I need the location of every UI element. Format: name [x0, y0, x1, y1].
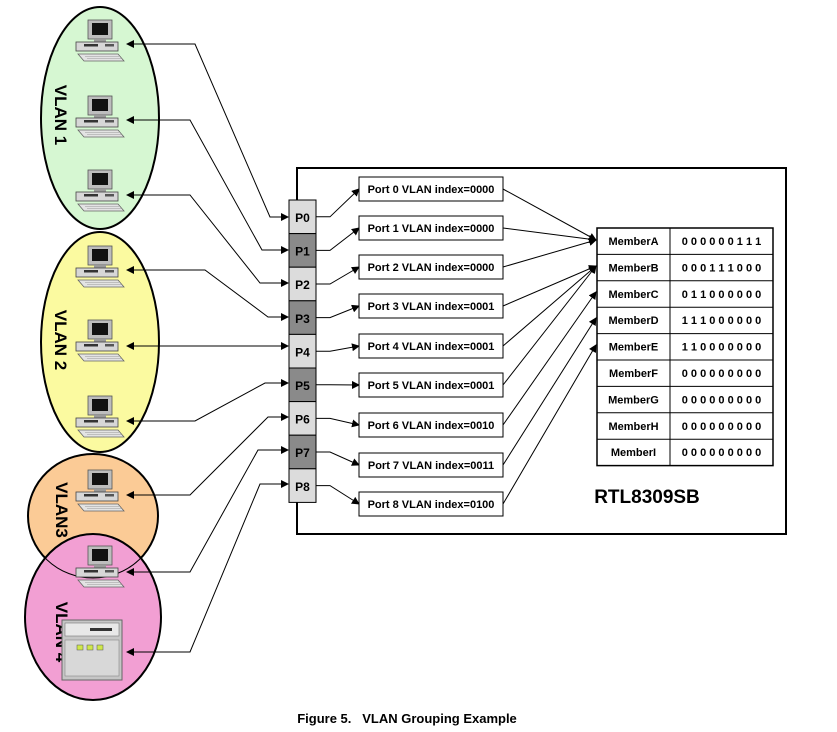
vlan-3-label: VLAN3	[52, 482, 71, 538]
vlan-index-box	[358, 176, 504, 202]
vlan-index-text: Port 1 VLAN index=0000	[368, 223, 495, 235]
device-port-wires	[126, 40, 289, 656]
member-bits: 0 0 0 0 0 0 0 0 0	[682, 447, 762, 459]
member-name: MemberE	[609, 342, 659, 354]
port-cell	[288, 300, 317, 335]
port-label: P6	[295, 413, 310, 427]
member-table	[596, 227, 774, 467]
port-link-arrow	[316, 227, 360, 251]
port-label: P2	[295, 278, 310, 292]
vlan-index-box	[358, 333, 504, 359]
port-label: P3	[295, 312, 310, 326]
member-bits: 0 0 0 0 0 0 0 0 0	[682, 394, 762, 406]
member-name: MemberB	[608, 262, 658, 274]
vlan-index-box	[358, 293, 504, 319]
member-bits: 0 0 0 0 0 0 0 0 0	[682, 368, 762, 380]
member-name: MemberG	[608, 394, 659, 406]
vlan-index-box	[358, 412, 504, 438]
port-label: P8	[295, 480, 310, 494]
member-name: MemberC	[608, 289, 658, 301]
vlan-index-text: Port 2 VLAN index=0000	[368, 262, 495, 274]
port-label: P5	[295, 379, 310, 393]
vlan-index-text: Port 0 VLAN index=0000	[368, 184, 495, 196]
port-link-arrow	[316, 485, 360, 505]
figure-caption: Figure 5. VLAN Grouping Example	[297, 711, 517, 726]
vlan-index-box	[358, 372, 504, 398]
vlan-2-label: VLAN 2	[51, 310, 70, 370]
vlan-index-box	[358, 254, 504, 280]
member-name: MemberD	[608, 315, 658, 327]
vlan-index-text: Port 5 VLAN index=0001	[368, 380, 495, 392]
port-link-arrow	[316, 304, 360, 319]
member-name: MemberH	[608, 421, 658, 433]
member-name: MemberF	[609, 368, 658, 380]
member-name: MemberI	[611, 447, 656, 459]
port-label: P0	[295, 211, 310, 225]
vlan-index-text: Port 3 VLAN index=0001	[368, 301, 495, 313]
port-cell	[288, 468, 317, 503]
member-bits: 0 0 0 0 0 0 1 1 1	[682, 236, 762, 248]
vlan-index-text: Port 4 VLAN index=0001	[368, 341, 495, 353]
port-label: P7	[295, 446, 310, 460]
port-cell	[288, 266, 317, 302]
vlan-index-box	[358, 452, 504, 478]
vlan-index-box	[358, 215, 504, 241]
vlan-index-text: Port 8 VLAN index=0100	[368, 499, 495, 511]
port-link-arrow	[316, 188, 360, 218]
vlan-index-text: Port 7 VLAN index=0011	[368, 460, 494, 472]
port-link-arrow	[316, 343, 360, 352]
chip-label: RTL8309SB	[594, 487, 700, 508]
port-link-arrow	[316, 266, 360, 285]
vlan-index-box	[358, 491, 504, 517]
vlan-1-label: VLAN 1	[51, 85, 70, 145]
index-member-arrows	[502, 188, 597, 505]
vlan-index-text: Port 6 VLAN index=0010	[368, 420, 495, 432]
member-bits: 0 1 1 0 0 0 0 0 0	[682, 289, 762, 301]
port-label: P4	[295, 345, 310, 359]
port-link-arrow	[316, 417, 360, 428]
port-link-arrow	[316, 451, 360, 466]
server-icon	[61, 619, 123, 681]
member-bits: 0 0 0 0 0 0 0 0 0	[682, 421, 762, 433]
port-label: P1	[295, 245, 310, 259]
port-cell	[288, 199, 317, 235]
member-name: MemberA	[608, 236, 658, 248]
member-bits: 0 0 0 1 1 1 0 0 0	[682, 262, 762, 274]
member-bits: 1 1 0 0 0 0 0 0 0	[682, 342, 762, 354]
member-bits: 1 1 1 0 0 0 0 0 0	[682, 315, 762, 327]
